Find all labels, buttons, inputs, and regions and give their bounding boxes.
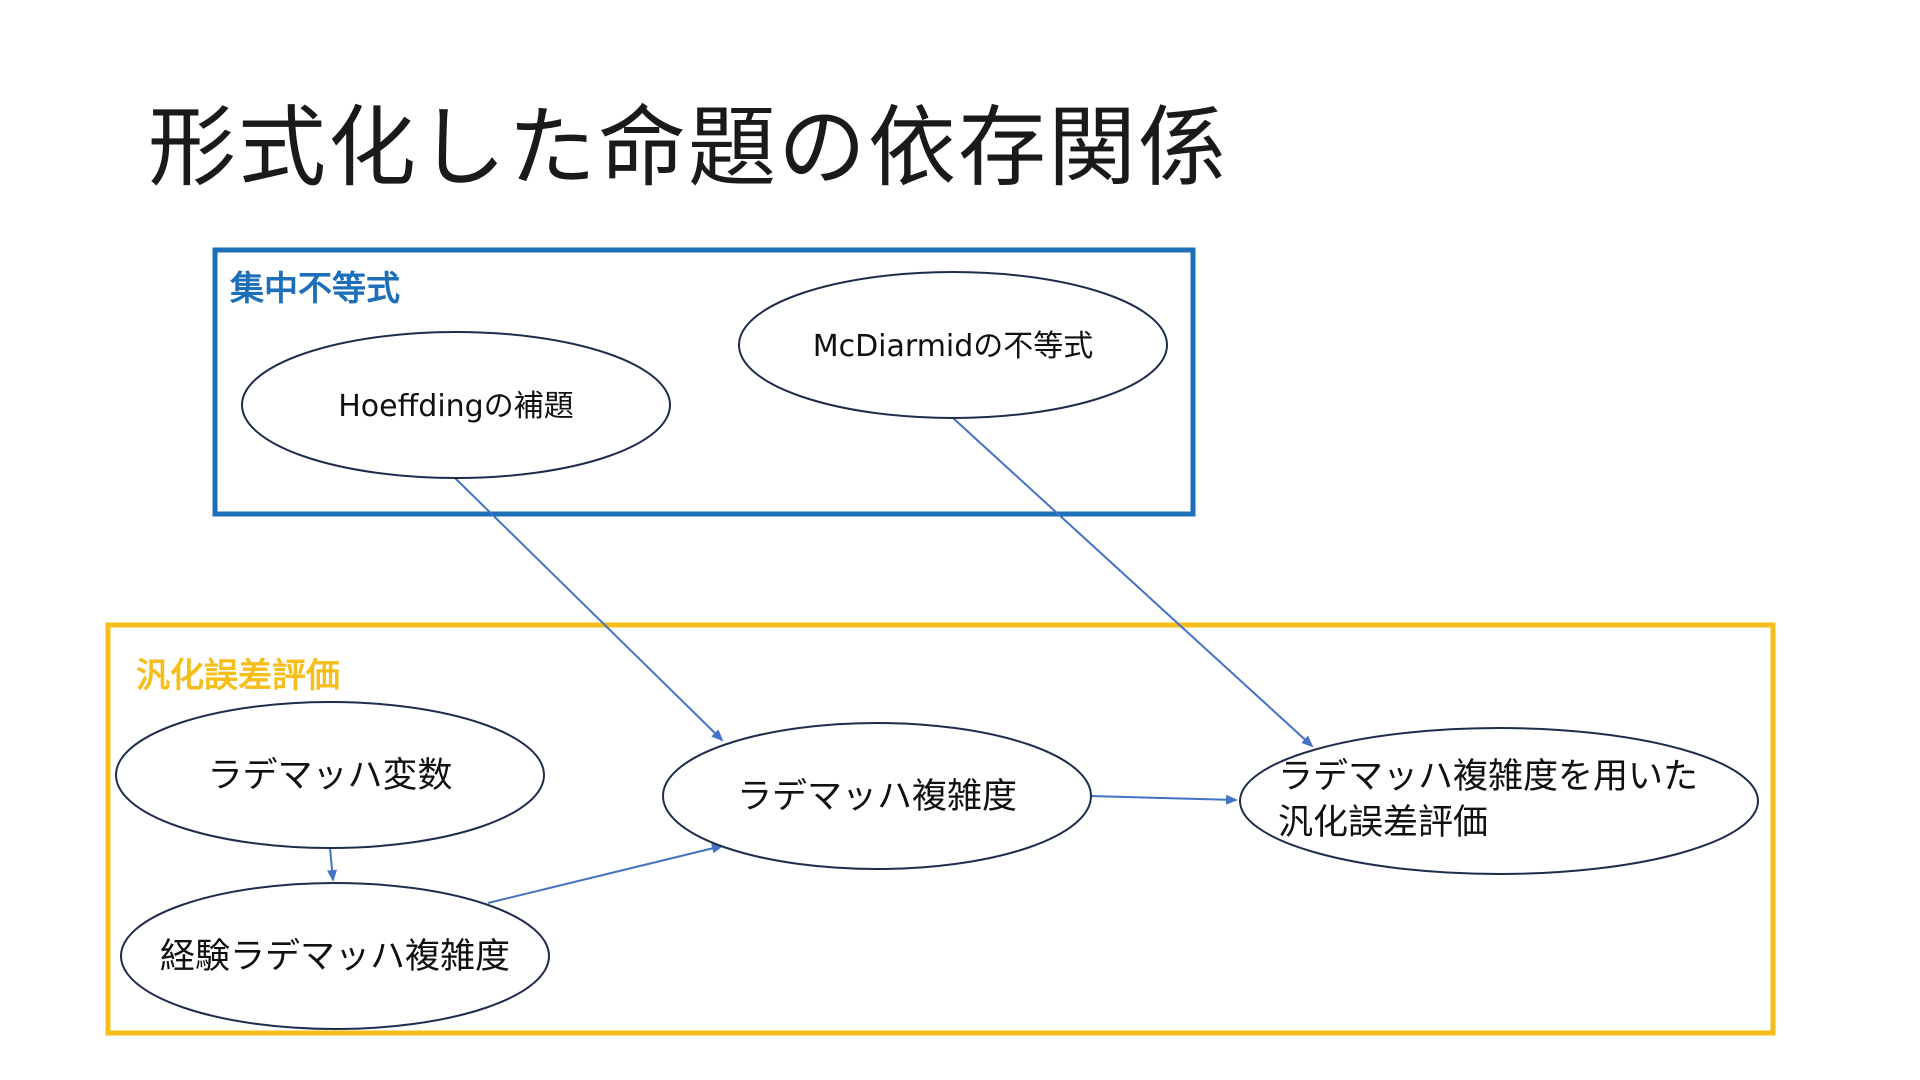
node-label-generalization-bound-line2: 汎化誤差評価 <box>1278 803 1488 843</box>
edge-empirical-to-rademacher-complexity <box>487 843 724 904</box>
node-empirical-rademacher: 経験ラデマッハ複雑度 <box>120 882 550 1030</box>
node-label-rademacher-complexity: ラデマッハ複雑度 <box>737 777 1017 817</box>
group-box-concentration <box>212 247 1196 517</box>
node-mcdiarmid: McDiarmidの不等式 <box>738 271 1168 419</box>
node-generalization-bound: ラデマッハ複雑度を用いた 汎化誤差評価 <box>1239 727 1759 875</box>
node-rademacher-variable: ラデマッハ変数 <box>115 701 545 849</box>
node-rademacher-complexity: ラデマッハ複雑度 <box>662 722 1092 870</box>
node-label-mcdiarmid: McDiarmidの不等式 <box>813 329 1094 364</box>
node-hoeffding: Hoeffdingの補題 <box>241 331 671 479</box>
edge-rademacher-variable-to-empirical <box>327 847 338 882</box>
group-label-generalization: 汎化誤差評価 <box>136 656 340 696</box>
node-label-generalization-bound-line1: ラデマッハ複雑度を用いた <box>1278 757 1698 797</box>
edge-hoeffding-to-rademacher-complexity <box>454 477 724 742</box>
node-label-hoeffding: Hoeffdingの補題 <box>338 389 573 424</box>
group-box-generalization <box>105 622 1776 1036</box>
node-label-rademacher-variable: ラデマッハ変数 <box>207 756 452 796</box>
slide-title: 形式化した命題の依存関係 <box>148 96 1229 199</box>
edge-mcdiarmid-to-generalization-bound <box>952 417 1314 748</box>
group-label-concentration: 集中不等式 <box>229 269 400 309</box>
node-label-empirical-rademacher: 経験ラデマッハ複雑度 <box>160 937 510 977</box>
edge-rademacher-complexity-to-generalization-bound <box>1089 794 1238 805</box>
